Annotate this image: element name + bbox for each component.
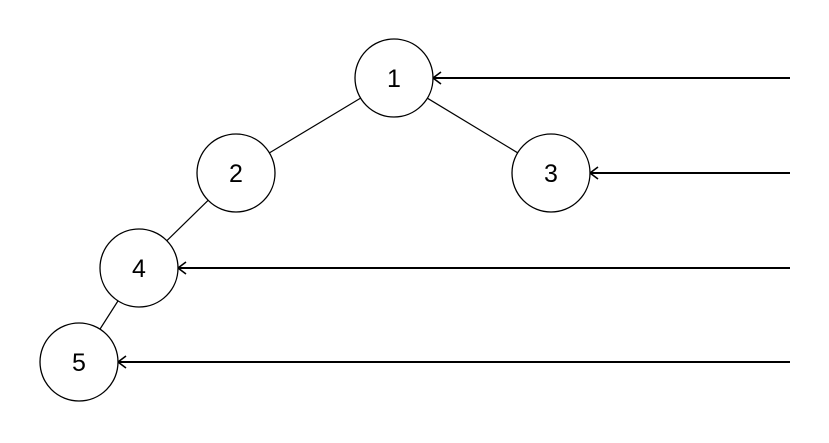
node-circle-4 xyxy=(99,228,179,308)
node-circle-3 xyxy=(511,133,591,213)
tree-nodes: 1 2 3 4 5 xyxy=(39,38,591,402)
edge-1-3 xyxy=(427,97,518,154)
pointer-arrow-1 xyxy=(431,71,790,85)
node-label-1: 1 xyxy=(387,65,401,93)
tree-edges xyxy=(99,97,518,330)
node-circle-5 xyxy=(39,322,119,402)
tree-node-4: 4 xyxy=(99,228,179,308)
edge-1-2 xyxy=(269,97,361,154)
pointer-arrow-3 xyxy=(588,166,790,180)
edge-4-5 xyxy=(99,300,119,330)
tree-node-1: 1 xyxy=(354,38,434,118)
edge-2-4 xyxy=(166,199,209,242)
node-circle-1 xyxy=(354,38,434,118)
tree-node-3: 3 xyxy=(511,133,591,213)
pointer-arrow-5 xyxy=(116,355,790,369)
pointer-arrows xyxy=(116,71,790,369)
node-label-4: 4 xyxy=(132,255,146,283)
node-label-2: 2 xyxy=(229,160,243,188)
tree-node-2: 2 xyxy=(196,133,276,213)
tree-node-5: 5 xyxy=(39,322,119,402)
pointer-arrow-4 xyxy=(176,261,790,275)
node-label-3: 3 xyxy=(544,160,558,188)
node-circle-2 xyxy=(196,133,276,213)
node-label-5: 5 xyxy=(72,349,86,377)
